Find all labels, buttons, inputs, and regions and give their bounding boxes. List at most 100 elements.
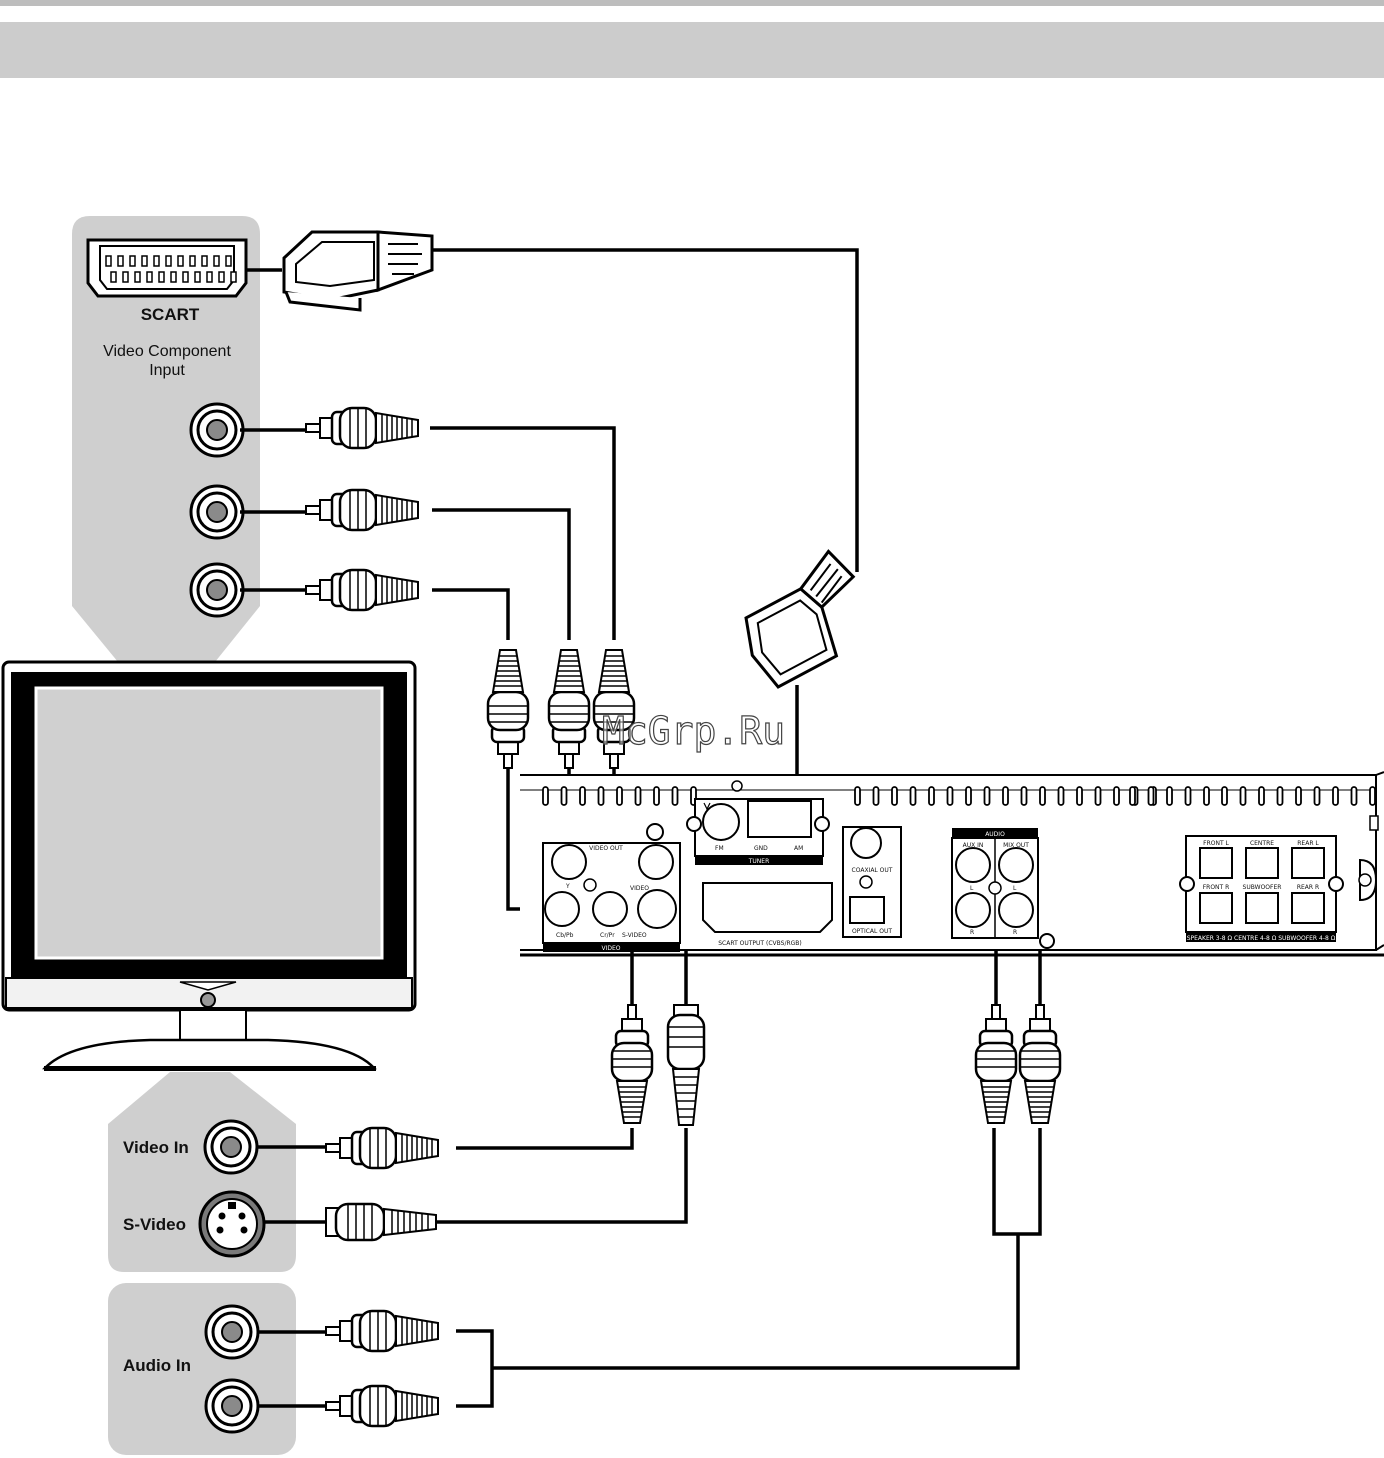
vent-slot bbox=[1040, 787, 1045, 805]
tuner-label: TUNER bbox=[748, 858, 770, 865]
rca-plug-v-1 bbox=[488, 650, 528, 768]
vent-slot bbox=[985, 787, 990, 805]
jack-cr-pr[interactable] bbox=[593, 892, 627, 926]
rear-l-label: REAR L bbox=[1297, 840, 1319, 847]
video-in-jack[interactable] bbox=[205, 1121, 257, 1173]
jack-s-video-label: S-VIDEO bbox=[622, 932, 647, 939]
tuner-section: TUNER FM GND AM bbox=[687, 799, 829, 865]
scart-pin bbox=[207, 272, 212, 282]
scart-pin bbox=[202, 256, 207, 266]
scart-pin bbox=[214, 256, 219, 266]
header-top-line bbox=[0, 0, 1384, 6]
subwoofer-label: SUBWOOFER bbox=[1243, 884, 1282, 891]
screw-top bbox=[732, 781, 742, 791]
jack-video[interactable] bbox=[639, 845, 673, 879]
watermark: McGrp.Ru bbox=[602, 709, 785, 753]
component-jack-1[interactable] bbox=[191, 404, 243, 456]
vent-slot bbox=[1259, 787, 1264, 805]
scart-pin bbox=[190, 256, 195, 266]
aux-in-r-jack[interactable] bbox=[956, 893, 990, 927]
svideo-plug-player-side bbox=[668, 1005, 704, 1125]
video-group-label: VIDEO bbox=[601, 945, 620, 952]
jack-s-video[interactable] bbox=[638, 890, 676, 928]
audio-in-label: Audio In bbox=[123, 1356, 191, 1375]
speaker-centre[interactable] bbox=[1246, 848, 1278, 878]
vent-slot bbox=[1186, 787, 1191, 805]
coaxial-out-jack[interactable] bbox=[851, 828, 881, 858]
speaker-subwoofer[interactable] bbox=[1246, 893, 1278, 923]
tv-scart-component-panel: SCART Video Component Input bbox=[72, 216, 260, 662]
vent-slot bbox=[673, 787, 678, 805]
jack-video-label: VIDEO bbox=[630, 885, 649, 892]
vent-slot bbox=[654, 787, 659, 805]
vent-slot bbox=[1003, 787, 1008, 805]
rca-plug-video-in bbox=[326, 1128, 438, 1168]
mix-out-r-jack[interactable] bbox=[999, 893, 1033, 927]
vent-slot bbox=[599, 787, 604, 805]
scart-pin bbox=[183, 272, 188, 282]
scart-pin bbox=[106, 256, 111, 266]
scart-pin bbox=[195, 272, 200, 282]
scart-pin bbox=[231, 272, 236, 282]
scart-pin bbox=[135, 272, 140, 282]
svideo-plug bbox=[326, 1204, 436, 1240]
video-out-label: VIDEO OUT bbox=[589, 845, 623, 852]
vent-slot bbox=[543, 787, 548, 805]
fm-label: FM bbox=[715, 845, 724, 852]
am-gnd-terminal[interactable] bbox=[748, 801, 811, 837]
fm-antenna-jack[interactable] bbox=[703, 804, 739, 840]
vent-slot bbox=[1077, 787, 1082, 805]
component-label-line2: Input bbox=[149, 362, 185, 379]
mix-r-label: R bbox=[1013, 929, 1017, 936]
audio-in-jack-r[interactable] bbox=[206, 1380, 258, 1432]
optical-out-jack[interactable] bbox=[850, 897, 884, 923]
am-label: AM bbox=[794, 845, 803, 852]
jack-cb-pb-label: Cb/Pb bbox=[556, 932, 574, 939]
speaker-rear-r[interactable] bbox=[1292, 893, 1324, 923]
jack-cr-pr-label: Cr/Pr bbox=[600, 932, 615, 939]
rca-plug-component-1 bbox=[306, 408, 418, 448]
vent-slot bbox=[617, 787, 622, 805]
jack-cb-pb[interactable] bbox=[545, 892, 579, 926]
speaker-front-r[interactable] bbox=[1200, 893, 1232, 923]
audio-label: AUDIO bbox=[985, 831, 1005, 838]
tv-audio-input-panel: Audio In bbox=[108, 1283, 296, 1455]
aux-in-l-jack[interactable] bbox=[956, 848, 990, 882]
rear-r-label: REAR R bbox=[1297, 884, 1319, 891]
vent-slot bbox=[1059, 787, 1064, 805]
mix-out-l-jack[interactable] bbox=[999, 848, 1033, 882]
front-l-label: FRONT L bbox=[1203, 840, 1229, 847]
rca-plug-audio-l bbox=[326, 1311, 438, 1351]
audio-section: AUDIO AUX IN MIX OUT L R L R bbox=[952, 828, 1054, 948]
scart-plug-player-side bbox=[726, 547, 882, 691]
scart-label: SCART bbox=[141, 305, 200, 324]
rca-plug-video-out bbox=[612, 1005, 652, 1123]
scart-output-label: SCART OUTPUT (CVBS/RGB) bbox=[718, 940, 802, 947]
speaker-rear-l[interactable] bbox=[1292, 848, 1324, 878]
component-jack-3[interactable] bbox=[191, 564, 243, 616]
scart-pin bbox=[171, 272, 176, 282]
jack-y[interactable] bbox=[552, 845, 586, 879]
speaker-note-label: SPEAKER 3-8 Ω CENTRE 4-8 Ω SUBWOOFER 4-8… bbox=[1187, 935, 1336, 942]
tv-power-button[interactable] bbox=[201, 993, 215, 1007]
component-jack-2[interactable] bbox=[191, 486, 243, 538]
optical-out-label: OPTICAL OUT bbox=[852, 928, 892, 935]
vent-slot bbox=[1167, 787, 1172, 805]
header-bar bbox=[0, 22, 1384, 78]
s-video-jack[interactable] bbox=[200, 1192, 264, 1256]
rca-plug-v-2 bbox=[549, 650, 589, 768]
vent-slot bbox=[580, 787, 585, 805]
rca-plug-component-3 bbox=[306, 570, 418, 610]
vent-slot bbox=[1096, 787, 1101, 805]
vent-slot bbox=[1241, 787, 1246, 805]
dvd-player-rear-panel: VIDEO VIDEO OUT Y Cb/Pb Cr/Pr VIDEO S-VI… bbox=[520, 772, 1384, 955]
scart-pin bbox=[166, 256, 171, 266]
scart-pin bbox=[111, 272, 116, 282]
scart-pin bbox=[226, 256, 231, 266]
speaker-front-l[interactable] bbox=[1200, 848, 1232, 878]
vent-slot bbox=[966, 787, 971, 805]
vent-slot bbox=[1296, 787, 1301, 805]
vent-slot bbox=[1315, 787, 1320, 805]
audio-in-jack-l[interactable] bbox=[206, 1306, 258, 1358]
